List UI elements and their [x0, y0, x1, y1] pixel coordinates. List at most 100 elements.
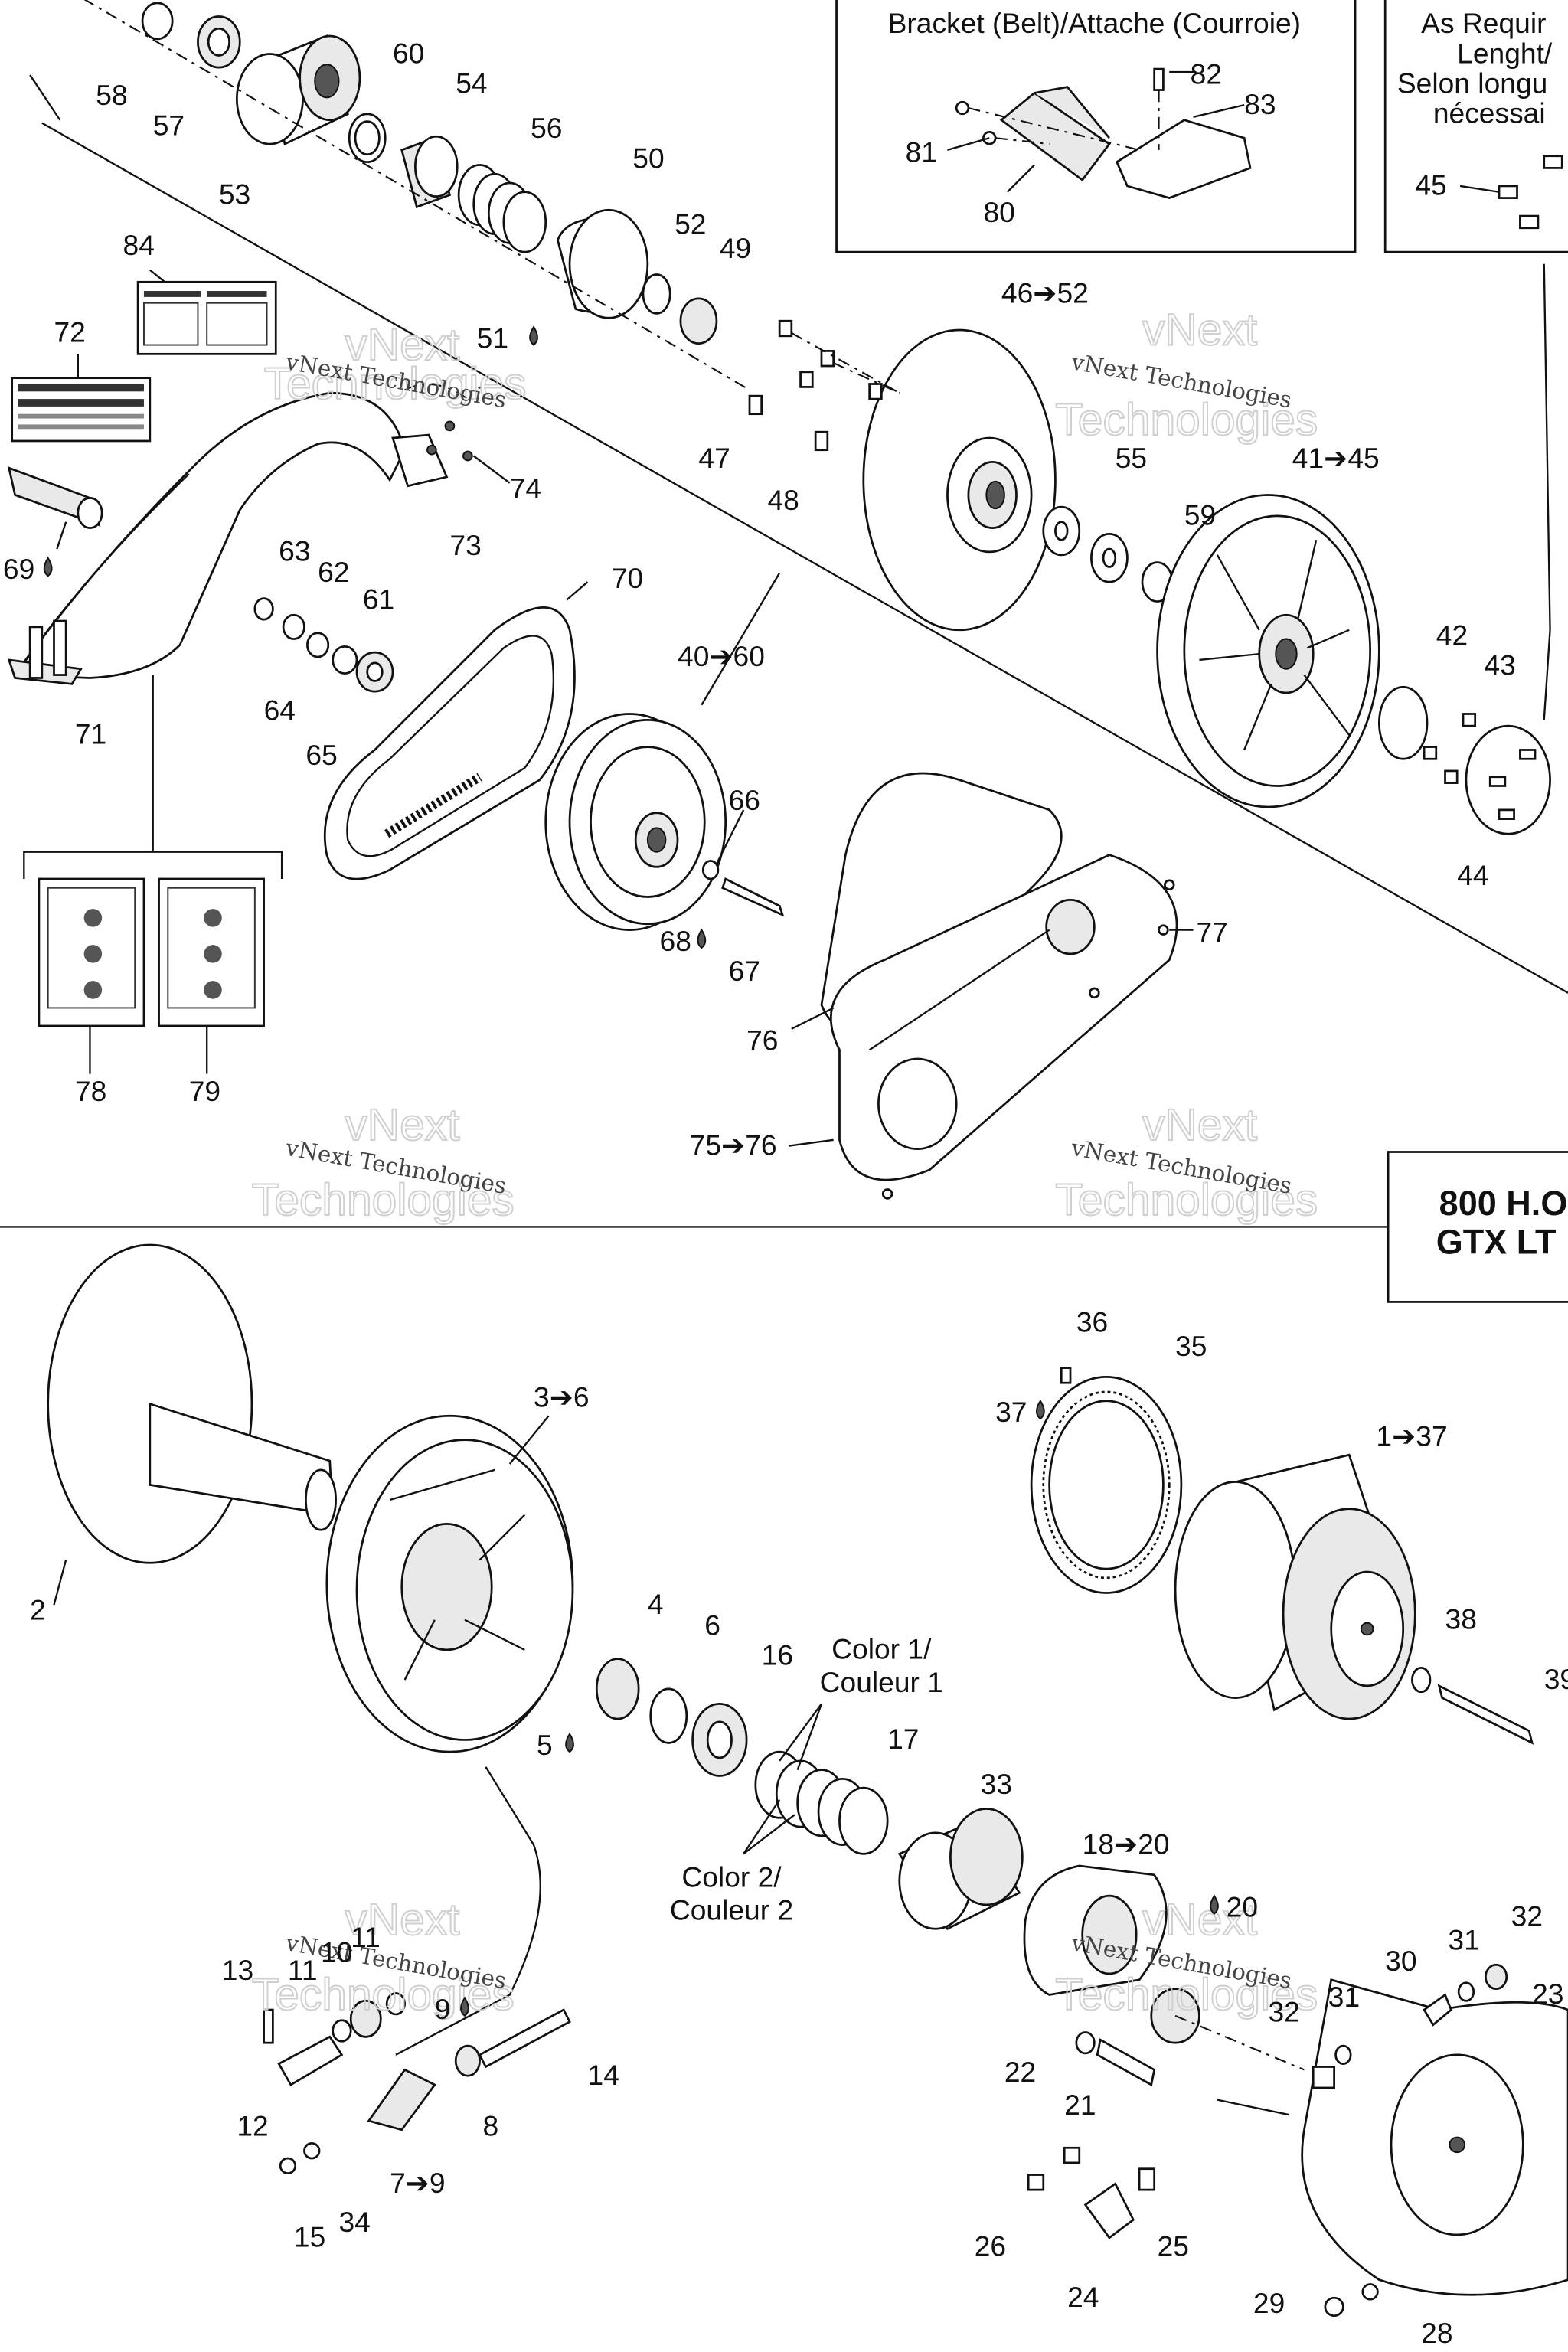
sleeve-33 — [897, 1808, 1024, 1931]
drive-belt-70 — [323, 581, 589, 880]
callout-42: 42 — [1436, 619, 1468, 651]
as-required-inset-box — [1383, 0, 1568, 253]
callout-64: 64 — [264, 694, 296, 726]
lower-right-parts — [1027, 1963, 1568, 2318]
callout-46-52: 46➔52 — [1001, 277, 1089, 309]
fixed-sheave-2 — [47, 1243, 337, 1606]
part-73 — [391, 433, 449, 488]
bolt-set-45 — [1459, 155, 1563, 230]
part-10 — [349, 1999, 382, 2038]
oil-drop-icon — [1035, 1399, 1045, 1420]
part-34 — [303, 2142, 321, 2160]
callout-83: 83 — [1244, 88, 1276, 120]
oil-drop-icon — [1210, 1894, 1219, 1915]
callout-76: 76 — [746, 1024, 778, 1056]
callout-2: 2 — [30, 1594, 46, 1626]
callout-26: 26 — [975, 2230, 1006, 2262]
callout-35: 35 — [1175, 1330, 1207, 1362]
callout-59: 59 — [1184, 499, 1216, 531]
part-13 — [263, 2008, 274, 2044]
callout-33: 33 — [981, 1768, 1012, 1800]
callout-21: 21 — [1064, 2089, 1096, 2121]
part-8 — [454, 2044, 481, 2077]
part-66 — [701, 860, 720, 880]
part-21 — [1096, 2038, 1156, 2087]
svg-text:vNext: vNext — [1142, 1100, 1257, 1150]
callout-74: 74 — [510, 472, 541, 504]
callout-75-76: 75➔76 — [690, 1129, 777, 1161]
color-2-line-1: Color 2/ — [681, 1860, 782, 1893]
svg-text:Technologies: Technologies — [252, 1175, 514, 1225]
callout-10: 10 — [321, 1936, 352, 1968]
callout-65: 65 — [305, 739, 337, 771]
as-required-line-3: Selon longu — [1397, 67, 1547, 99]
callout-30: 30 — [1385, 1945, 1416, 1977]
callout-39: 39 — [1544, 1663, 1568, 1695]
callout-23: 23 — [1532, 1978, 1563, 2010]
part-39 — [1437, 1684, 1534, 1745]
color-2-line-2: Couleur 2 — [670, 1894, 793, 1926]
callout-72: 72 — [54, 316, 85, 348]
part-52 — [642, 273, 671, 315]
callout-4: 4 — [648, 1588, 664, 1620]
callout-53: 53 — [219, 178, 250, 210]
callout-49: 49 — [720, 232, 751, 264]
callout-24: 24 — [1067, 2281, 1099, 2313]
bracket-nut-1 — [955, 100, 970, 116]
callout-68: 68 — [660, 925, 691, 957]
callout-11a: 11 — [351, 1921, 381, 1953]
callout-5: 5 — [537, 1729, 553, 1761]
part-24 — [1083, 2182, 1135, 2239]
callout-32b: 32 — [1268, 1996, 1299, 2028]
callout-6: 6 — [704, 1609, 720, 1641]
as-required-line-1: As Requir — [1421, 7, 1546, 39]
callout-37: 37 — [995, 1396, 1027, 1428]
callout-31a: 31 — [1448, 1924, 1479, 1956]
as-required-text: As Requir Lenght/ Selon longu nécessai — [1397, 7, 1553, 129]
callout-labels: 58 57 53 60 54 56 50 52 49 51 82 83 81 8… — [3, 37, 1568, 2349]
svg-text:Technologies: Technologies — [252, 1970, 514, 2020]
callout-82: 82 — [1191, 58, 1222, 90]
decal-78 — [38, 877, 145, 1027]
callout-16: 16 — [762, 1638, 793, 1671]
callout-40-60: 40➔60 — [678, 640, 765, 672]
belt-bracket-clip — [1034, 86, 1110, 139]
bracket-parts — [947, 67, 1252, 200]
part-7 — [367, 2068, 436, 2132]
watermark-1: vNext Technologies vNext Technologies — [263, 319, 528, 413]
decal-72 — [11, 354, 152, 443]
spring-69 — [7, 466, 103, 550]
watermark-5: vNext Technologies vNext Technologies — [251, 1894, 515, 2020]
callout-48: 48 — [767, 484, 799, 516]
upper-pulley-parts — [83, 0, 750, 391]
bracket-plate — [1115, 119, 1252, 200]
callout-8: 8 — [482, 2110, 498, 2142]
callout-1-37: 1➔37 — [1376, 1419, 1447, 1452]
color-1-line-2: Couleur 1 — [820, 1666, 943, 1698]
model-line-1: 800 H.O — [1439, 1184, 1568, 1223]
callout-13: 13 — [222, 1954, 253, 1986]
washers-55-59 — [1042, 505, 1174, 603]
callout-56: 56 — [531, 112, 562, 144]
callout-44: 44 — [1457, 859, 1488, 891]
spider-41-45 — [1156, 494, 1477, 808]
drive-pulley-1-37 — [1174, 1453, 1534, 1745]
oil-drop-icon — [697, 928, 707, 949]
callout-63: 63 — [279, 535, 310, 567]
ring-gear-35 — [1030, 1367, 1183, 1594]
watermark-2: vNext Technologies vNext Technologies — [1054, 305, 1318, 446]
callout-47: 47 — [698, 442, 730, 474]
part-25 — [1138, 2167, 1156, 2191]
watermark-4: vNext Technologies vNext Technologies — [1054, 1099, 1318, 1226]
color-labels: Color 1/ Couleur 1 Color 2/ Couleur 2 — [670, 1633, 943, 1926]
callout-61: 61 — [363, 583, 394, 615]
bracket-nut-2 — [982, 131, 997, 145]
callout-66: 66 — [729, 784, 760, 816]
part-58 — [141, 2, 174, 41]
part-14 — [478, 2008, 571, 2069]
callout-67: 67 — [729, 955, 760, 987]
callout-17: 17 — [887, 1723, 919, 1755]
callout-15: 15 — [294, 2221, 325, 2253]
oil-drop-icon — [565, 1732, 574, 1753]
